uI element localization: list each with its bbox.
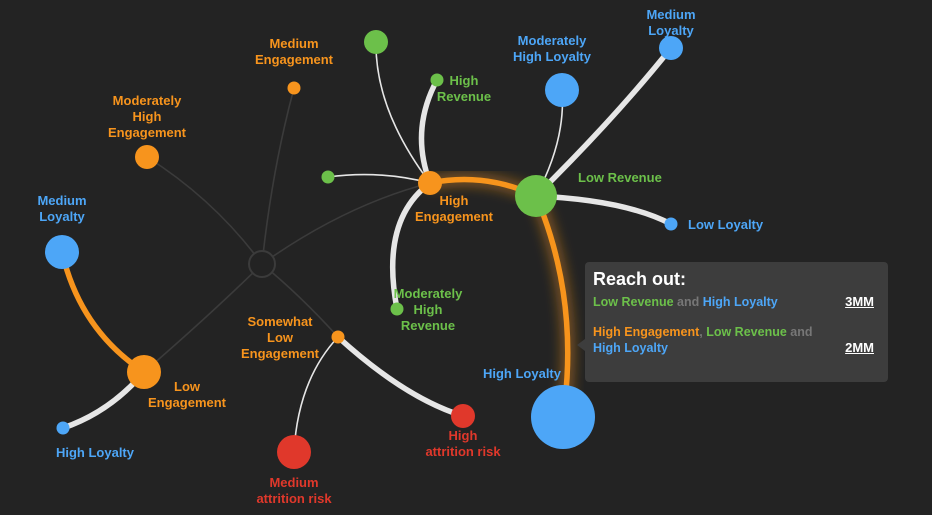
node-label-line: Revenue [437,89,491,104]
tooltip-amount[interactable]: 2MM [845,340,874,355]
tooltip-segment: , [699,325,707,339]
node-label-line: Medium [37,193,86,208]
node-green-unlabeled-left[interactable] [321,170,335,184]
link-root-to-mod-high-engagement[interactable] [146,156,263,265]
tooltip-segment: High Loyalty [702,295,778,309]
node-label-line: Medium [269,475,318,490]
node-label-line: attrition risk [256,491,332,506]
node-medium-loyalty-right[interactable] [659,36,683,60]
node-label-line: Loyalty [39,209,85,224]
node-root[interactable] [248,250,276,278]
node-label-line: High Loyalty [56,445,135,460]
node-high-attrition[interactable] [451,404,475,428]
node-label-line: High [449,428,478,443]
node-high-loyalty-right[interactable] [531,385,595,449]
node-medium-loyalty-left[interactable] [45,235,79,269]
node-label-line: High [133,109,162,124]
link-high-engagement-to-high-revenue[interactable] [418,77,440,186]
node-label-high-loyalty-right: High Loyalty [483,366,562,381]
node-label-line: Low [174,379,201,394]
link-low-engagement-to-medium-loyalty-left[interactable] [59,249,147,375]
link-root-to-low-engagement[interactable] [143,263,263,373]
tooltip-segment: Low Revenue [706,325,787,339]
node-label-line: Engagement [108,125,187,140]
node-label-line: High Loyalty [483,366,562,381]
tooltip-row-text: High Engagement, Low Revenue and High Lo… [593,324,828,356]
tooltip-title: Reach out: [593,269,687,289]
node-label-line: Moderately [518,33,587,48]
node-label-low-revenue: Low Revenue [578,170,662,185]
node-label-line: Loyalty [648,23,694,38]
node-mod-high-loyalty[interactable] [545,73,579,107]
node-high-engagement[interactable] [418,171,442,195]
tooltip-segment: High Loyalty [593,341,669,355]
node-low-loyalty[interactable] [664,217,678,231]
node-label-line: Medium [269,36,318,51]
node-label-line: Engagement [255,52,334,67]
tooltip-row[interactable]: Low Revenue and High Loyalty 3MM [593,294,880,310]
node-somewhat-low-engagement[interactable] [331,330,345,344]
node-label-line: Medium [646,7,695,22]
link-somewhat-low-engagement-to-high-attrition[interactable] [335,334,466,419]
node-label-line: Moderately [394,286,463,301]
reach-out-tooltip: Reach out: Low Revenue and High Loyalty … [577,262,888,382]
node-high-loyalty-left[interactable] [56,421,70,435]
node-mod-high-engagement[interactable] [135,145,159,169]
tooltip-amount[interactable]: 3MM [845,294,874,309]
tooltip-row-text: Low Revenue and High Loyalty [593,294,828,310]
link-high-engagement-to-green-unlabeled-left[interactable] [327,173,431,184]
node-high-revenue[interactable] [430,73,444,87]
node-label-line: High [440,193,469,208]
link-high-engagement-to-green-unlabeled-top[interactable] [375,41,431,184]
nodes-layer [45,30,683,469]
link-root-to-high-engagement[interactable] [261,182,431,265]
tooltip-segment: High Engagement [593,325,700,339]
tooltip-row[interactable]: High Engagement, Low Revenue and High Lo… [593,324,880,356]
node-label-line: Engagement [415,209,494,224]
node-label-line: Somewhat [247,314,313,329]
node-label-line: Engagement [148,395,227,410]
node-label-line: High [450,73,479,88]
node-mod-high-revenue[interactable] [390,302,404,316]
link-root-to-med-engagement[interactable] [261,87,295,265]
node-label-line: Moderately [113,93,182,108]
link-low-revenue-to-medium-loyalty-right[interactable] [533,45,674,199]
node-med-engagement[interactable] [287,81,301,95]
tooltip-segment: and [673,295,703,309]
link-low-revenue-to-high-loyalty-right[interactable] [533,193,571,420]
node-label-high-loyalty-left: High Loyalty [56,445,135,460]
tooltip-segment: Low Revenue [593,295,674,309]
node-label-line: Revenue [401,318,455,333]
node-label-line: Low Revenue [578,170,662,185]
node-label-line: attrition risk [425,444,501,459]
node-low-revenue[interactable] [515,175,557,217]
link-high-engagement-to-mod-high-revenue[interactable] [389,180,433,312]
node-medium-attrition[interactable] [277,435,311,469]
tooltip-segment: and [786,325,813,339]
node-label-line: Engagement [241,346,320,361]
node-label-line: High Loyalty [513,49,592,64]
node-low-engagement[interactable] [127,355,161,389]
node-label-line: Low [267,330,294,345]
node-label-low-loyalty: Low Loyalty [688,217,764,232]
node-green-unlabeled-top[interactable] [364,30,388,54]
node-label-line: High [414,302,443,317]
node-label-line: Low Loyalty [688,217,764,232]
